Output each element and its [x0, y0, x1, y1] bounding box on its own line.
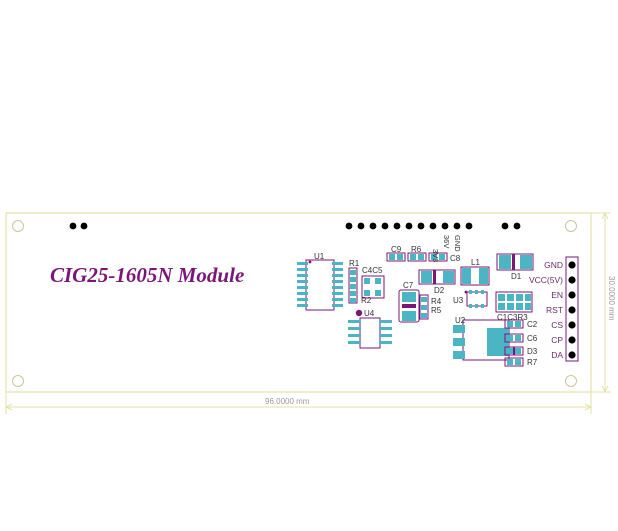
label-36v: 36V [442, 235, 451, 248]
dimension-width-label: 96.0000 mm [265, 397, 310, 406]
mounting-holes [12, 220, 577, 387]
mounting-hole-top-left [12, 220, 24, 232]
dimension-height [591, 211, 611, 394]
pin-label-vcc: VCC(5V) [529, 275, 563, 285]
pin-label-da: DA [551, 350, 563, 360]
label-c8: C8 [450, 254, 461, 263]
chip-u3: U3 [453, 290, 488, 308]
module-title: CIG25-1605N Module [50, 263, 244, 287]
label-r5: R5 [431, 306, 442, 315]
chip-u4: U4 [348, 309, 392, 349]
label-u3: U3 [453, 296, 464, 305]
power-labels: 3V3 36V GND [431, 235, 462, 262]
label-c1c3r3: C1C3R3 [497, 313, 528, 322]
pin-label-cp: CP [551, 335, 563, 345]
mounting-hole-bottom-left [12, 375, 24, 387]
top-passives: C9 R6 C8 [386, 245, 461, 263]
caps-c1-c3-r3: C1C3R3 [495, 291, 533, 322]
mounting-hole-bottom-right [565, 375, 577, 387]
label-u1: U1 [314, 252, 325, 261]
label-d1: D1 [511, 272, 522, 281]
pin-label-gnd: GND [544, 260, 563, 270]
label-c4c5: C4C5 [362, 266, 383, 275]
label-c2: C2 [527, 320, 538, 329]
label-gnd-top: GND [453, 235, 462, 252]
chip-u2: U2 [453, 316, 510, 361]
pin-label-rst: RST [546, 305, 563, 315]
mounting-hole-top-right [565, 220, 577, 232]
label-d3: D3 [527, 347, 538, 356]
pin-label-en: EN [551, 290, 563, 300]
label-c6: C6 [527, 334, 538, 343]
resistors-r4-r5: R4 R5 [419, 294, 442, 320]
label-r4: R4 [431, 297, 442, 306]
right-passives: C2 C6 D3 R7 [504, 319, 538, 367]
label-c9: C9 [391, 245, 402, 254]
label-r2: R2 [361, 296, 372, 305]
dimension-height-label: 30.0000 mm [607, 276, 616, 321]
pin-label-cs: CS [551, 320, 563, 330]
dimension-width [4, 392, 593, 414]
top-connector-holes [69, 222, 521, 230]
board-outline [5, 212, 592, 393]
cap-c7: C7 [398, 281, 420, 323]
label-r1: R1 [349, 259, 360, 268]
label-u2: U2 [455, 316, 466, 325]
label-c7: C7 [403, 281, 414, 290]
label-r7: R7 [527, 358, 538, 367]
label-r6: R6 [411, 245, 422, 254]
pin-header: GND VCC(5V) EN RST CS CP DA [529, 256, 579, 362]
label-l1: L1 [471, 258, 480, 267]
label-3v3: 3V3 [431, 249, 440, 262]
diode-d2: D2 [418, 269, 456, 295]
resistors-r1-r2: R1 R2 [348, 259, 372, 305]
label-d2: D2 [434, 286, 445, 295]
diode-d1: D1 [496, 253, 534, 281]
label-u4: U4 [364, 309, 375, 318]
chip-u1: U1 [297, 252, 343, 311]
caps-c4-c5: C4C5 [361, 266, 385, 299]
inductor-l1: L1 [460, 258, 490, 286]
